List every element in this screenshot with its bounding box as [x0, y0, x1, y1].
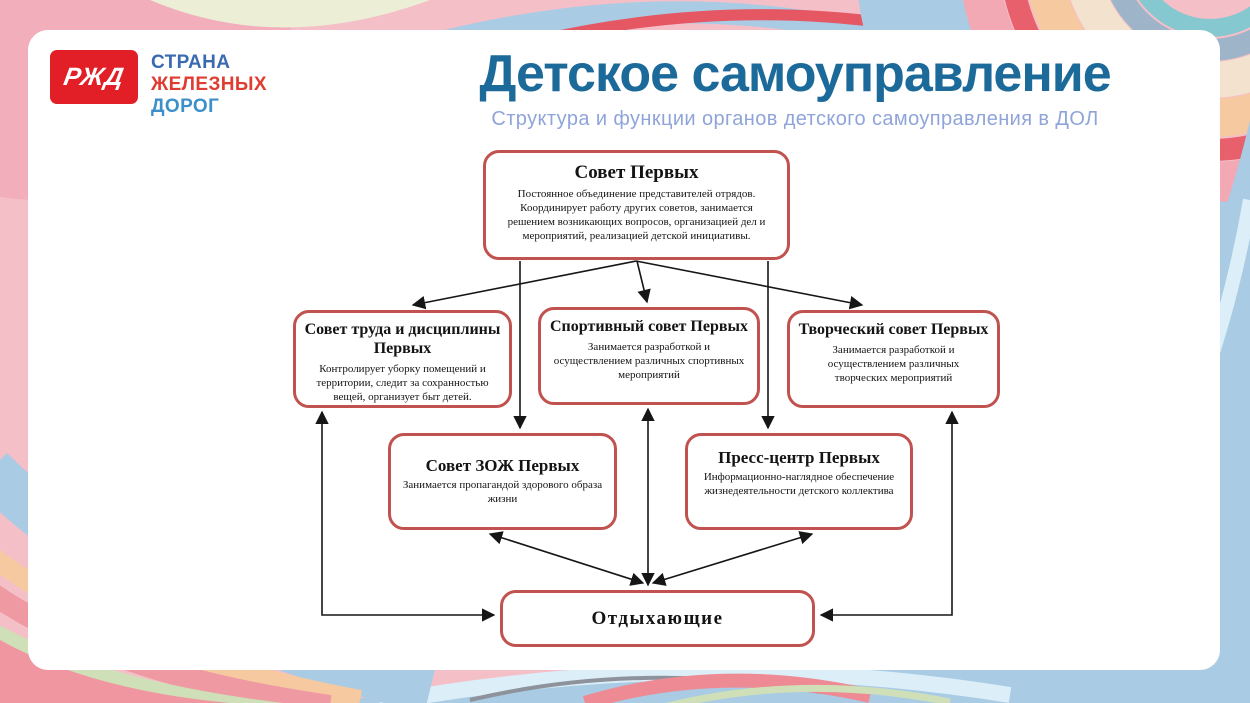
node-sovet-zozh: Совет ЗОЖ Первых Занимается пропагандой … [388, 433, 617, 530]
slide-header: Детское самоуправление Структура и функц… [440, 46, 1150, 131]
logo-caption-line-3: ДОРОГ [151, 96, 220, 117]
rzd-logo: РЖД СТРАНА ЖЕЛЕЗНЫХ ДОРОГ [50, 50, 267, 118]
node-sovet-pervyh-desc: Постоянное объединение представителей от… [507, 188, 766, 243]
node-press-centr-desc: Информационно-наглядное обеспечение жизн… [703, 471, 895, 498]
slide-title: Детское самоуправление [479, 45, 1111, 103]
node-sovet-zozh-title: Совет ЗОЖ Первых [425, 456, 580, 475]
node-sovet-truda-desc: Контролирует уборку помещений и территор… [316, 362, 489, 403]
rzd-logo-mark: РЖД [50, 50, 138, 104]
node-tvorcheskii-sovet-desc: Занимается разработкой и осуществлением … [827, 343, 960, 385]
logo-caption-line-1: СТРАНА [151, 52, 231, 73]
node-press-centr: Пресс-центр Первых Информационно-наглядн… [685, 433, 913, 530]
slide-subtitle: Структура и функции органов детского сам… [491, 108, 1099, 131]
node-sovet-truda: Совет труда и дисциплины Первых Контроли… [293, 310, 512, 408]
node-otdyhayushchie: Отдыхающие [500, 590, 815, 647]
node-sovet-truda-title: Совет труда и дисциплины Первых [304, 321, 501, 357]
node-sportivnyi-sovet: Спортивный совет Первых Занимается разра… [538, 307, 760, 405]
node-otdyhayushchie-title: Отдыхающие [591, 607, 724, 629]
node-tvorcheskii-sovet-title: Творческий совет Первых [798, 321, 989, 338]
rzd-logo-caption: СТРАНА ЖЕЛЕЗНЫХ ДОРОГ [151, 50, 267, 118]
node-tvorcheskii-sovet: Творческий совет Первых Занимается разра… [787, 310, 1000, 408]
node-sportivnyi-sovet-desc: Занимается разработкой и осуществлением … [553, 340, 745, 382]
node-sovet-zozh-desc: Занимается пропагандой здорового образа … [402, 479, 603, 506]
node-press-centr-title: Пресс-центр Первых [718, 448, 880, 467]
logo-caption-line-2: ЖЕЛЕЗНЫХ [151, 74, 267, 95]
node-sovet-pervyh: Совет Первых Постоянное объединение пред… [483, 150, 790, 260]
node-sovet-pervyh-title: Совет Первых [574, 162, 699, 183]
node-sportivnyi-sovet-title: Спортивный совет Первых [550, 318, 748, 335]
rzd-logo-text: РЖД [61, 62, 127, 91]
